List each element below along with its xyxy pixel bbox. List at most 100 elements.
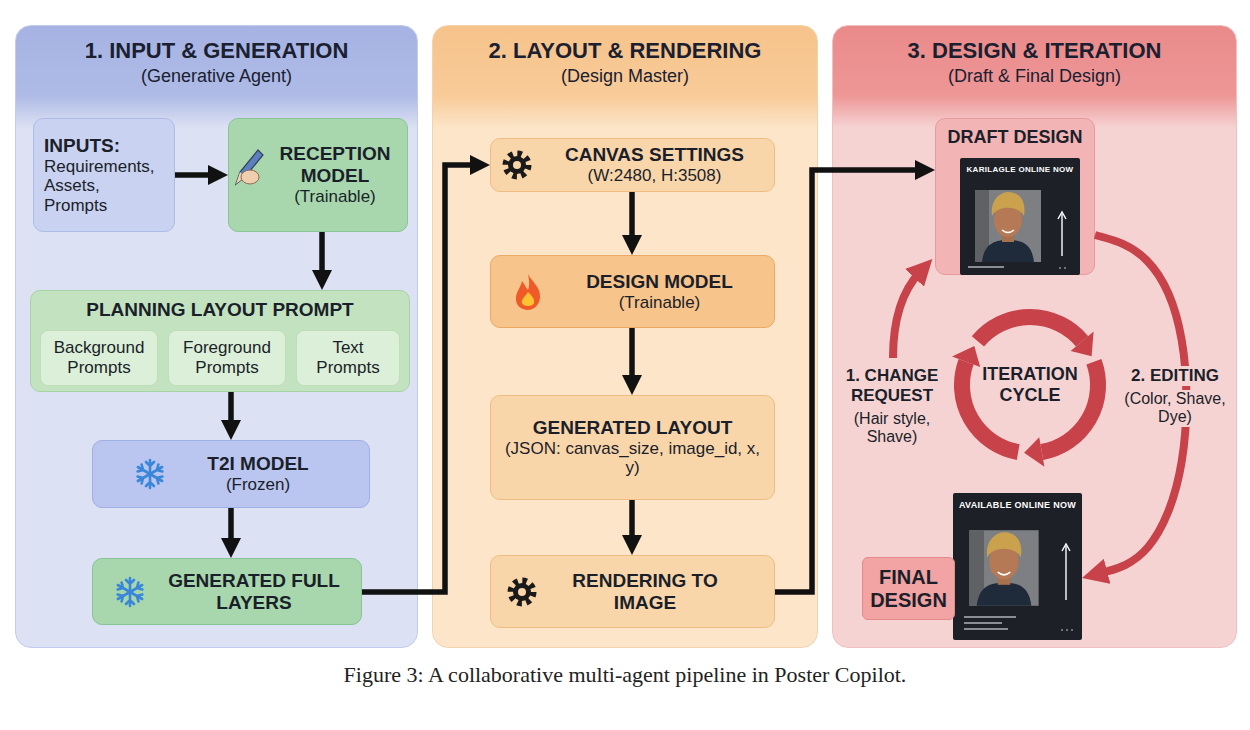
box-title: RECEPTION MODEL	[269, 143, 401, 187]
poster-text: KARILAGLE ONLINE NOW	[967, 165, 1074, 174]
text-holder: 3. DESIGN & ITERATION(Draft & Final Desi…	[833, 26, 1236, 647]
pen-icon	[236, 150, 263, 184]
text-holder: Background Prompts	[41, 331, 157, 385]
text-holder: GENERATED LAYOUT(JSON: canvas_size, imag…	[491, 396, 774, 499]
box-text: (W:2480, H:3508)	[588, 166, 722, 186]
final-poster-art	[1065, 546, 1066, 600]
prompt-group: Background Prompts Foreground Prompts Text…	[30, 290, 410, 392]
final-poster-art	[964, 616, 1016, 618]
draft-poster-art	[1059, 267, 1061, 269]
settings-box: CANVAS SETTINGS(W:2480, H:3508)	[490, 138, 775, 192]
agent-panel: INPUTS:Requirements, Assets, Prompts RECE…	[15, 25, 418, 648]
prompt-box: Text Prompts	[296, 330, 400, 386]
model-box: T2I MODEL(Frozen)	[92, 440, 370, 508]
cycle-label: ITERATION CYCLE	[975, 345, 1085, 425]
cycle-arrows	[978, 317, 1082, 341]
draft-poster-art	[968, 190, 1066, 269]
final-poster-art	[1061, 629, 1063, 631]
panel-subtitle: (Generative Agent)	[141, 66, 292, 87]
annotation-label: (Hair style, Shave)	[842, 410, 942, 447]
text-holder: INPUTS:Requirements, Assets, Prompts	[34, 119, 174, 231]
panel-title: 1. INPUT & GENERATION	[85, 38, 349, 63]
connector	[228, 508, 234, 544]
cycle-arrows	[1042, 362, 1098, 452]
text-holder: Text Prompts	[297, 331, 399, 385]
poster: AVAILABLE ONLINE NOW	[953, 493, 1082, 640]
agent-panel: KARILAGLE ONLINE NOW DRAFT DESIGN ITERATIO…	[832, 25, 1237, 648]
panel-title: 3. DESIGN & ITERATION	[908, 38, 1162, 63]
change-request-arrow	[893, 272, 920, 358]
box-title: DRAFT DESIGN	[948, 127, 1083, 148]
frozen-icon	[116, 578, 144, 606]
pen-icon	[236, 172, 245, 184]
text-holder: KARILAGLE ONLINE NOW	[960, 158, 1080, 275]
cycle-arrows	[962, 362, 1018, 452]
fire-icon	[516, 274, 540, 310]
poster-text: AVAILABLE ONLINE NOW	[959, 500, 1076, 510]
connector	[228, 392, 234, 426]
pen-icon	[241, 170, 259, 184]
text-holder: FINAL DESIGN	[863, 558, 954, 619]
panel-subtitle: (Design Master)	[561, 66, 689, 87]
text-holder: T2I MODEL(Frozen)	[93, 441, 369, 507]
text-holder: Foreground Prompts	[169, 331, 285, 385]
gear-icon	[506, 154, 528, 176]
box-title: FINAL DESIGN	[867, 566, 950, 612]
agent-panel: CANVAS SETTINGS(W:2480, H:3508) DESIGN MO…	[432, 25, 818, 648]
prompt-box: Foreground Prompts	[168, 330, 286, 386]
cycle-arrows	[1071, 332, 1094, 357]
text-holder: 2. LAYOUT & RENDERING (Design Master)	[433, 26, 817, 647]
model-box: DESIGN MODEL(Trainable)	[490, 255, 775, 328]
final-poster-art	[1062, 544, 1070, 551]
box-title: DESIGN MODEL	[586, 271, 733, 293]
box-text: Requirements, Assets, Prompts	[44, 157, 164, 216]
final-label-box: FINAL DESIGN	[862, 557, 955, 620]
connector	[175, 172, 214, 178]
box-title: INPUTS:	[44, 135, 120, 157]
text-holder: AVAILABLE ONLINE NOW	[953, 493, 1082, 640]
box-text: Background Prompts	[45, 338, 153, 377]
figure-caption: Figure 3: A collaborative multi-agent pi…	[0, 662, 1250, 688]
prompt-box: Background Prompts	[40, 330, 158, 386]
output-box: GENERATED FULL LAYERS	[92, 558, 362, 625]
final-poster-art	[1071, 629, 1073, 631]
edge-label: 2. EDITING	[1123, 366, 1227, 386]
final-poster-art	[964, 530, 1073, 631]
annotation-label: 1. CHANGE REQUEST	[842, 366, 942, 405]
connector	[362, 165, 476, 592]
input-box: INPUTS:Requirements, Assets, Prompts	[33, 118, 175, 232]
fire-icon	[522, 292, 534, 306]
panel-title: 2. LAYOUT & RENDERING	[488, 38, 761, 63]
box-title: GENERATED FULL LAYERS	[153, 570, 355, 614]
box-title: PLANNING LAYOUT PROMPT	[86, 299, 353, 321]
final-poster-art	[964, 622, 1002, 624]
text-holder: DESIGN MODEL(Trainable)	[491, 256, 774, 327]
cycle-arrows	[952, 317, 1098, 467]
cycle-arrows	[1024, 437, 1044, 467]
text-holder: 1. INPUT & GENERATION (Generative Agent)	[16, 26, 417, 647]
connector	[629, 192, 635, 241]
cycle-arrows	[952, 346, 980, 367]
box-title: CANVAS SETTINGS	[565, 144, 744, 166]
box-title: T2I MODEL	[207, 453, 308, 475]
draft-poster-art	[968, 266, 1004, 268]
final-poster-art	[969, 530, 1038, 606]
draft-poster-art	[1064, 267, 1066, 269]
pen-icon	[236, 150, 263, 184]
render-box: RENDERING TO IMAGE	[490, 555, 775, 628]
model-box: RECEPTION MODEL(Trainable)	[228, 118, 408, 232]
connector	[629, 328, 635, 381]
box-title: RENDERING TO IMAGE	[546, 570, 744, 614]
draft-poster-art	[1058, 212, 1066, 219]
draft-box: KARILAGLE ONLINE NOW DRAFT DESIGN	[935, 118, 1095, 275]
poster: KARILAGLE ONLINE NOW	[960, 158, 1080, 275]
gear-icon	[511, 581, 533, 603]
layout-box: GENERATED LAYOUT(JSON: canvas_size, imag…	[490, 395, 775, 500]
draft-poster-art	[1061, 214, 1062, 256]
connector	[629, 500, 635, 541]
text-holder: GENERATED FULL LAYERS	[93, 559, 361, 624]
text-holder: CANVAS SETTINGS(W:2480, H:3508)	[491, 139, 774, 191]
frozen-icon	[136, 460, 164, 488]
annotation-label: (Color, Shave, Dye)	[1118, 390, 1232, 427]
box-text: Foreground Prompts	[173, 338, 281, 377]
